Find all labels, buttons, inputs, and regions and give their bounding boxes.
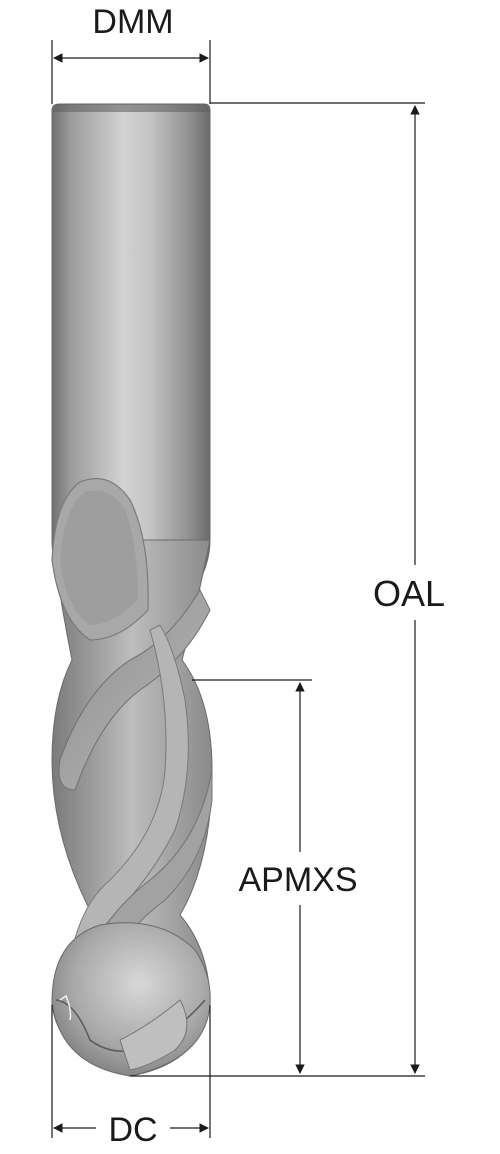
flute-scallop-shade <box>60 490 138 625</box>
label-dmm: DMM <box>92 3 173 41</box>
label-apmxs: APMXS <box>238 861 357 899</box>
label-oal: OAL <box>373 573 445 614</box>
ball-flute-face <box>119 999 188 1071</box>
label-dc: DC <box>108 1111 157 1149</box>
helix-band-1 <box>58 588 211 791</box>
ball-tip-edge <box>59 994 72 1021</box>
shank-chamfer <box>52 104 210 112</box>
dimension-lines <box>51 40 425 1138</box>
end-mill-tool <box>51 103 213 1077</box>
